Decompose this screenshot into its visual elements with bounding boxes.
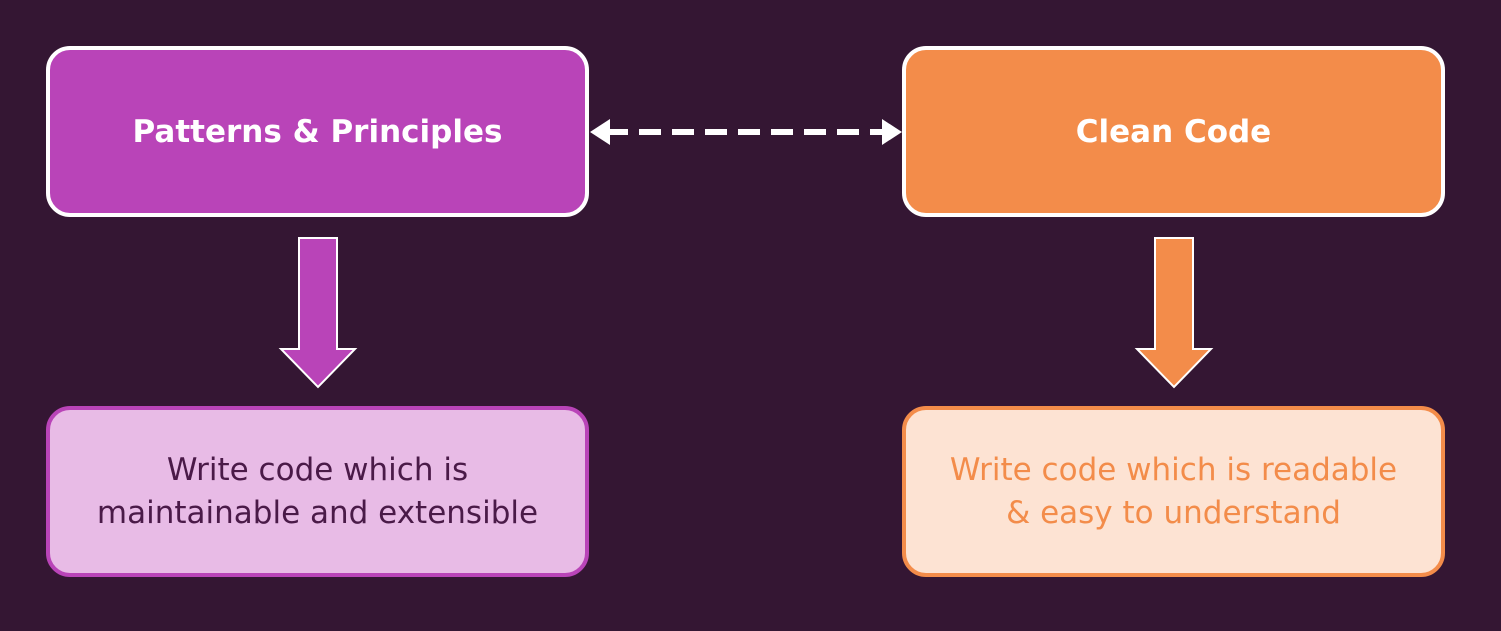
down-arrow-orange bbox=[1134, 237, 1214, 389]
patterns-principles-description-box: Write code which is maintainable and ext… bbox=[46, 406, 589, 577]
clean-code-box: Clean Code bbox=[902, 46, 1445, 217]
clean-code-description-box: Write code which is readable & easy to u… bbox=[902, 406, 1445, 577]
bidirectional-dashed-arrow bbox=[590, 119, 902, 145]
down-arrow-purple bbox=[278, 237, 358, 389]
patterns-principles-title: Patterns & Principles bbox=[132, 113, 503, 150]
clean-code-description: Write code which is readable & easy to u… bbox=[949, 451, 1398, 531]
patterns-principles-description: Write code which is maintainable and ext… bbox=[96, 451, 539, 531]
clean-code-title: Clean Code bbox=[1075, 113, 1272, 150]
arrowhead-right bbox=[882, 119, 902, 145]
arrowhead-left bbox=[590, 119, 610, 145]
patterns-principles-box: Patterns & Principles bbox=[46, 46, 589, 217]
